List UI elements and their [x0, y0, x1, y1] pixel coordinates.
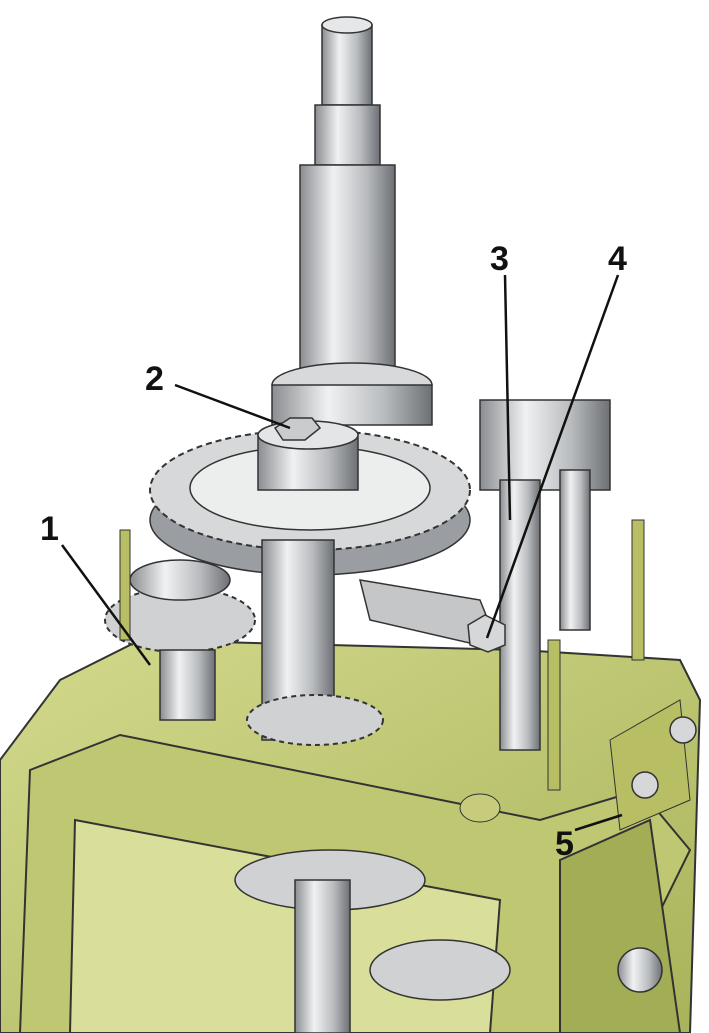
- callout-4: 4: [485, 240, 627, 639]
- left-gear: [104, 529, 256, 721]
- callout-label-5: 5: [555, 825, 574, 863]
- shift-mechanism: [358, 399, 645, 791]
- large-gear: [149, 417, 471, 746]
- callout-2: 2: [145, 360, 291, 430]
- callout-1: 1: [40, 510, 152, 666]
- callout-label-2: 2: [145, 360, 164, 398]
- callout-label-1: 1: [40, 510, 59, 548]
- lower-gears: [234, 849, 511, 1033]
- side-bolts: [609, 699, 697, 831]
- callout-label-4: 4: [608, 240, 627, 278]
- callout-3: 3: [490, 240, 512, 521]
- callout-label-3: 3: [490, 240, 509, 278]
- primary-shaft: [271, 16, 433, 426]
- callout-5: 5: [555, 813, 623, 863]
